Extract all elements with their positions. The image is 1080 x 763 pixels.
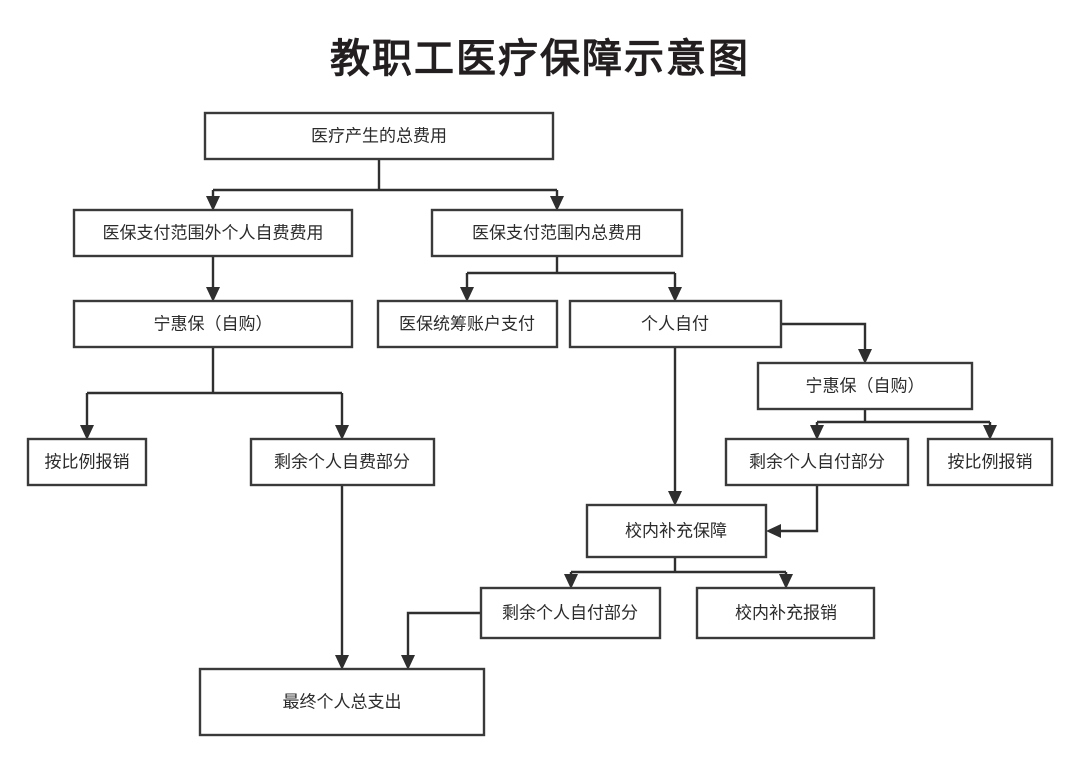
node-box[interactable] [585,503,768,559]
edge-n12-n13-arrowhead [564,574,578,589]
node-personal-payment[interactable]: 个人自付 [568,299,783,349]
edge-n13-n15 [406,611,481,660]
edge-n6-n12-arrowhead [668,491,682,506]
node-proportional-reimbursement-right[interactable]: 按比例报销 [926,437,1054,487]
node-total-medical-cost[interactable]: 医疗产生的总费用 [203,111,555,161]
edge-n6-n7 [781,322,867,354]
node-out-of-coverage-self-paid[interactable]: 医保支付范围外个人自费费用 [72,208,354,258]
node-remaining-self-paid[interactable]: 剩余个人自费部分 [249,437,436,487]
node-box[interactable] [72,208,354,258]
node-final-personal-total-expense[interactable]: 最终个人总支出 [198,667,486,737]
node-label: 个人自付 [641,314,709,333]
node-box[interactable] [926,437,1054,487]
node-label: 医保统筹账户支付 [399,314,535,333]
node-box[interactable] [430,208,684,258]
edge-n3-bus [465,256,677,292]
node-pooled-account-payment[interactable]: 医保统筹账户支付 [376,299,559,349]
edge-n2-n4-arrowhead [206,287,220,302]
node-campus-supplementary-reimbursement[interactable]: 校内补充报销 [695,586,876,640]
node-box[interactable] [203,111,555,161]
node-label: 最终个人总支出 [283,692,402,711]
node-label: 校内补充报销 [735,603,837,622]
edge-n4-bus [85,347,344,430]
node-box[interactable] [568,299,783,349]
edge-n1-bus [211,159,559,201]
node-box[interactable] [249,437,436,487]
node-box[interactable] [724,437,910,487]
node-remaining-personal-payment-lower[interactable]: 剩余个人自付部分 [479,586,662,640]
edge-n4-n8-arrowhead [80,425,94,440]
node-box[interactable] [198,667,486,737]
node-box[interactable] [479,586,662,640]
edge-n9-n15-arrowhead [335,655,349,670]
node-label: 剩余个人自付部分 [502,603,638,622]
node-box[interactable] [756,361,974,411]
node-proportional-reimbursement-left[interactable]: 按比例报销 [26,437,148,487]
node-label: 医保支付范围内总费用 [472,223,642,242]
edge-n10-n12 [777,485,819,533]
node-layer: 医疗产生的总费用 医保支付范围外个人自费费用 医保支付范围内总费用 宁惠保（自购… [26,111,1054,737]
edge-n10-n12-arrowhead [766,524,781,538]
node-box[interactable] [376,299,559,349]
edge-n12-bus [569,557,788,579]
edge-n12-n14-arrowhead [779,574,793,589]
node-box[interactable] [26,437,148,487]
node-in-coverage-total[interactable]: 医保支付范围内总费用 [430,208,684,258]
edge-n7-bus [815,409,992,430]
edge-n1-n3-arrowhead [550,196,564,211]
edge-n3-n5-arrowhead [460,287,474,302]
edge-n7-n11-arrowhead [983,425,997,440]
node-label: 宁惠保（自购） [806,376,925,395]
edge-n7-n10-arrowhead [810,425,824,440]
node-label: 医疗产生的总费用 [311,126,447,145]
node-box[interactable] [695,586,876,640]
edge-n13-n15-arrowhead [401,655,415,670]
node-label: 剩余个人自费部分 [274,452,410,471]
node-ninghuibao-left[interactable]: 宁惠保（自购） [72,299,354,349]
node-label: 宁惠保（自购） [154,314,273,333]
node-campus-supplementary-coverage[interactable]: 校内补充保障 [585,503,768,559]
edge-n6-n7-arrowhead [858,349,872,364]
node-label: 按比例报销 [948,452,1033,471]
page-title: 教职工医疗保障示意图 [330,37,750,81]
node-label: 剩余个人自付部分 [749,452,885,471]
node-label: 医保支付范围外个人自费费用 [103,223,324,242]
node-ninghuibao-right[interactable]: 宁惠保（自购） [756,361,974,411]
edge-n1-n2-arrowhead [206,196,220,211]
node-remaining-personal-payment-upper[interactable]: 剩余个人自付部分 [724,437,910,487]
node-label: 按比例报销 [45,452,130,471]
edge-n3-n6-arrowhead [668,287,682,302]
node-label: 校内补充保障 [625,521,727,540]
edge-layer [80,159,997,670]
node-box[interactable] [72,299,354,349]
edge-n4-n9-arrowhead [335,425,349,440]
